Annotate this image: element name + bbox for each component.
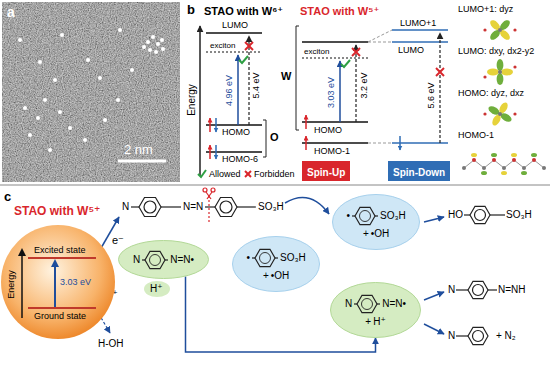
atom-label: + bbox=[263, 270, 269, 282]
spin-down-box: Spin-Down bbox=[388, 161, 450, 181]
axis-label: Energy bbox=[5, 270, 16, 299]
atom-label: •OH bbox=[271, 270, 290, 282]
atom-label: + bbox=[365, 316, 371, 328]
level-label: HOMO-1 bbox=[314, 146, 350, 157]
level-label: LUMO+1 bbox=[400, 18, 436, 29]
level-label: HOMO bbox=[222, 127, 250, 138]
panel-letter: a bbox=[7, 4, 15, 21]
molecule-row: • SO₃H bbox=[247, 246, 306, 270]
atom-label: HO bbox=[448, 209, 463, 221]
orbital-label: HOMO: dyz, dxz bbox=[458, 88, 524, 99]
energy-value: 3.03 eV bbox=[326, 76, 337, 107]
level-label: LUMO bbox=[222, 20, 248, 31]
atom-label: • bbox=[347, 210, 351, 222]
benzene-ring bbox=[352, 204, 378, 228]
box-text: Spin-Down bbox=[393, 167, 445, 178]
atom-label: •OH bbox=[371, 228, 390, 240]
level-label: HOMO bbox=[314, 125, 342, 136]
molecule-row: +•OH bbox=[263, 270, 289, 282]
charge-label: H⁺ bbox=[150, 283, 163, 295]
atom-label: + bbox=[363, 228, 369, 240]
level-label: HOMO-6 bbox=[222, 154, 258, 165]
energy-value: 3.2 eV bbox=[359, 72, 370, 98]
catalyst-circle: STAO with W⁵⁺EnergyExcited state3.03 eVG… bbox=[0, 224, 116, 340]
state-label: Excited state bbox=[34, 245, 86, 256]
radical-ellipse: N N=N• bbox=[118, 240, 209, 279]
panel-title: STAO with W⁵⁺ bbox=[300, 5, 379, 18]
legend-label: Allowed bbox=[209, 169, 241, 180]
benzene-ring bbox=[252, 246, 278, 270]
atom-label: N bbox=[448, 330, 455, 342]
molecule-label: H-OH bbox=[98, 338, 124, 350]
spin-up-box: Spin-Up bbox=[302, 161, 350, 181]
element-label: O bbox=[270, 131, 279, 144]
box-text: Spin-Up bbox=[307, 167, 345, 178]
circle-heading: STAO with W⁵⁺ bbox=[14, 204, 100, 218]
ellipse-shape bbox=[118, 240, 209, 279]
element-label: W bbox=[281, 70, 291, 83]
atom-label: N=N• bbox=[382, 298, 406, 310]
radical-ellipse: N N=N• +H⁺ bbox=[330, 282, 421, 338]
atom-label: N bbox=[345, 298, 352, 310]
atom-label: H⁺ bbox=[373, 316, 386, 328]
product-label: + N₂ bbox=[496, 330, 516, 342]
atom-label: N=N• bbox=[170, 254, 194, 266]
molecule-group: N N=N• bbox=[133, 248, 194, 272]
molecule-row: • SO₃H bbox=[347, 204, 406, 228]
atom-label: SO₃H bbox=[506, 209, 532, 221]
benzene-ring bbox=[354, 292, 380, 316]
benzene-ring bbox=[142, 248, 168, 272]
molecule-row: +H⁺ bbox=[365, 316, 385, 328]
exciton-label: exciton bbox=[210, 41, 235, 51]
atom-label: N bbox=[448, 284, 455, 296]
atom-label: SO₃H bbox=[280, 252, 306, 264]
energy-value: 3.03 eV bbox=[60, 277, 91, 288]
orbital-label: LUMO: dxy, dx2-y2 bbox=[458, 46, 534, 57]
energy-value: 5.4 eV bbox=[251, 72, 262, 98]
atom-label: N=N bbox=[183, 201, 203, 213]
circle-shape bbox=[0, 224, 116, 340]
exciton-label: exciton bbox=[304, 47, 329, 57]
state-label: Ground state bbox=[34, 311, 86, 322]
legend-label: Forbidden bbox=[254, 169, 295, 180]
orbital-label: LUMO+1: dyz bbox=[458, 4, 513, 15]
energy-value: 5.6 eV bbox=[426, 82, 437, 108]
energy-value: 4.96 eV bbox=[224, 74, 235, 105]
ellipse-shape bbox=[330, 282, 421, 338]
atom-label: N=NH bbox=[498, 284, 526, 296]
molecule-group: N N=N• +H⁺ bbox=[345, 292, 406, 328]
panel-title: STAO with W⁶⁺ bbox=[204, 5, 283, 18]
radical-ellipse: • SO₃H +•OH bbox=[232, 236, 320, 292]
molecule-row: +•OH bbox=[363, 228, 389, 240]
atom-label: • bbox=[247, 252, 251, 264]
atom-label: SO₃H bbox=[380, 210, 406, 222]
molecule-row: N N=N• bbox=[345, 292, 406, 316]
radical-ellipse: • SO₃H +•OH bbox=[332, 194, 420, 250]
panel-letter: c bbox=[4, 189, 11, 205]
panel-letter: b bbox=[187, 2, 195, 18]
axis-label: Energy bbox=[186, 84, 198, 116]
atom-label: N bbox=[122, 201, 129, 213]
orbital-label: HOMO-1 bbox=[458, 130, 494, 141]
scale-label: 2 nm bbox=[124, 142, 153, 158]
charge-label: e⁻ bbox=[112, 234, 124, 247]
molecule-group: • SO₃H +•OH bbox=[347, 204, 406, 240]
atom-label: SO₃H bbox=[258, 201, 284, 213]
molecule-group: • SO₃H +•OH bbox=[247, 246, 306, 282]
level-label: LUMO bbox=[398, 45, 424, 56]
atom-label: N bbox=[133, 254, 140, 266]
ellipse-shape bbox=[232, 236, 320, 292]
ellipse-shape bbox=[332, 194, 420, 250]
molecule-row: N N=N• bbox=[133, 248, 194, 272]
